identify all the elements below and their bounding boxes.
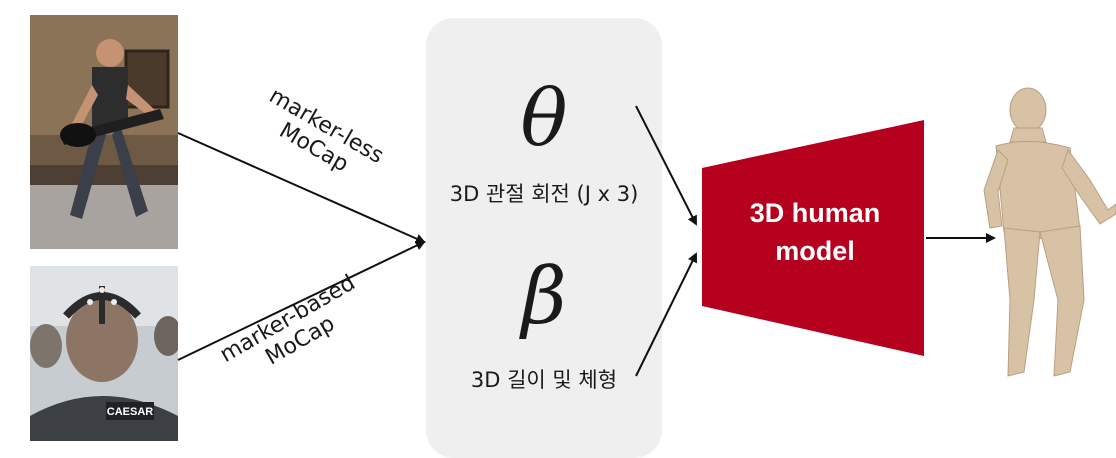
- model-title-line1: 3D human: [749, 198, 881, 228]
- beta-symbol: β: [521, 252, 567, 342]
- beta-description: 3D 길이 및 체형: [470, 368, 618, 392]
- human-body-mesh: [983, 87, 1116, 377]
- caesar-badge: CAESAR: [107, 406, 154, 418]
- arrow-markerbased: [177, 240, 426, 361]
- arrow-markerless: [177, 132, 426, 244]
- human-model-box: [702, 120, 924, 356]
- diagram-graphics: [177, 87, 1116, 377]
- model-title-line2: model: [775, 236, 855, 266]
- theta-symbol: θ: [520, 74, 568, 164]
- arrow-beta-to-model: [635, 252, 697, 377]
- mocap-actor-photo: CAESAR: [30, 266, 178, 441]
- arrow-theta-to-model: [635, 105, 697, 226]
- theta-description: 3D 관절 회전 (J x 3): [449, 182, 639, 206]
- parameter-panel: [426, 18, 662, 458]
- guitarist-photo: [30, 15, 178, 249]
